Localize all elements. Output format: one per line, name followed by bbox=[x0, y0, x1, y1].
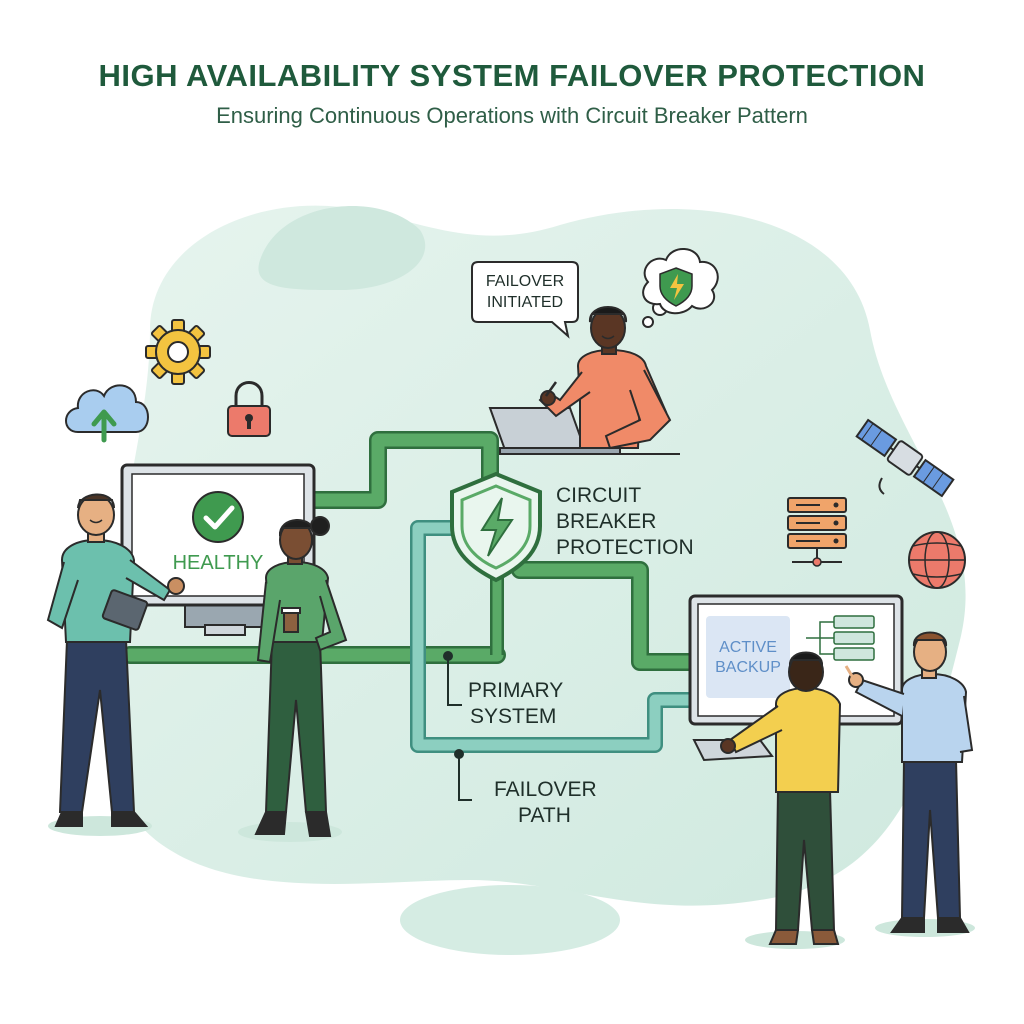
shield-small-icon bbox=[659, 267, 693, 307]
failover-path-line-1: FAILOVER bbox=[494, 778, 597, 801]
circuit-breaker-line-2: BREAKER bbox=[556, 510, 656, 533]
person-man-in-yellow bbox=[720, 651, 845, 949]
server-stack-icon bbox=[787, 497, 847, 567]
cloud-upload-icon bbox=[65, 384, 149, 443]
person-man-with-tablet bbox=[46, 493, 185, 836]
circuit-breaker-line-3: PROTECTION bbox=[556, 536, 694, 559]
shield-bolt-icon bbox=[450, 471, 542, 583]
label-connectors bbox=[443, 651, 472, 801]
backup-server-rack-icon bbox=[806, 615, 875, 661]
active-backup-line-2: BACKUP bbox=[715, 659, 781, 676]
person-man-pointing bbox=[844, 631, 975, 937]
satellite-icon bbox=[855, 418, 955, 498]
globe-icon bbox=[908, 531, 966, 589]
primary-system-line-2: SYSTEM bbox=[470, 705, 556, 728]
active-backup-line-1: ACTIVE bbox=[719, 639, 777, 656]
page-title: HIGH AVAILABILITY SYSTEM FAILOVER PROTEC… bbox=[98, 58, 926, 93]
speech-line-2: INITIATED bbox=[487, 294, 563, 311]
person-man-at-laptop bbox=[538, 306, 672, 450]
circuit-breaker-line-1: CIRCUIT bbox=[556, 484, 641, 507]
primary-system-line-1: PRIMARY bbox=[468, 679, 563, 702]
healthy-status-label: HEALTHY bbox=[173, 552, 264, 574]
failover-path-line-2: PATH bbox=[518, 804, 571, 827]
laptop bbox=[488, 407, 680, 455]
gear-icon bbox=[145, 319, 211, 385]
checkmark-icon bbox=[192, 491, 244, 543]
padlock-icon bbox=[227, 381, 271, 437]
speech-bubble bbox=[471, 261, 579, 339]
signal-icon bbox=[878, 477, 885, 495]
speech-line-1: FAILOVER bbox=[486, 273, 564, 290]
person-woman-with-coffee bbox=[238, 516, 348, 842]
page-subtitle: Ensuring Continuous Operations with Circ… bbox=[216, 103, 808, 128]
